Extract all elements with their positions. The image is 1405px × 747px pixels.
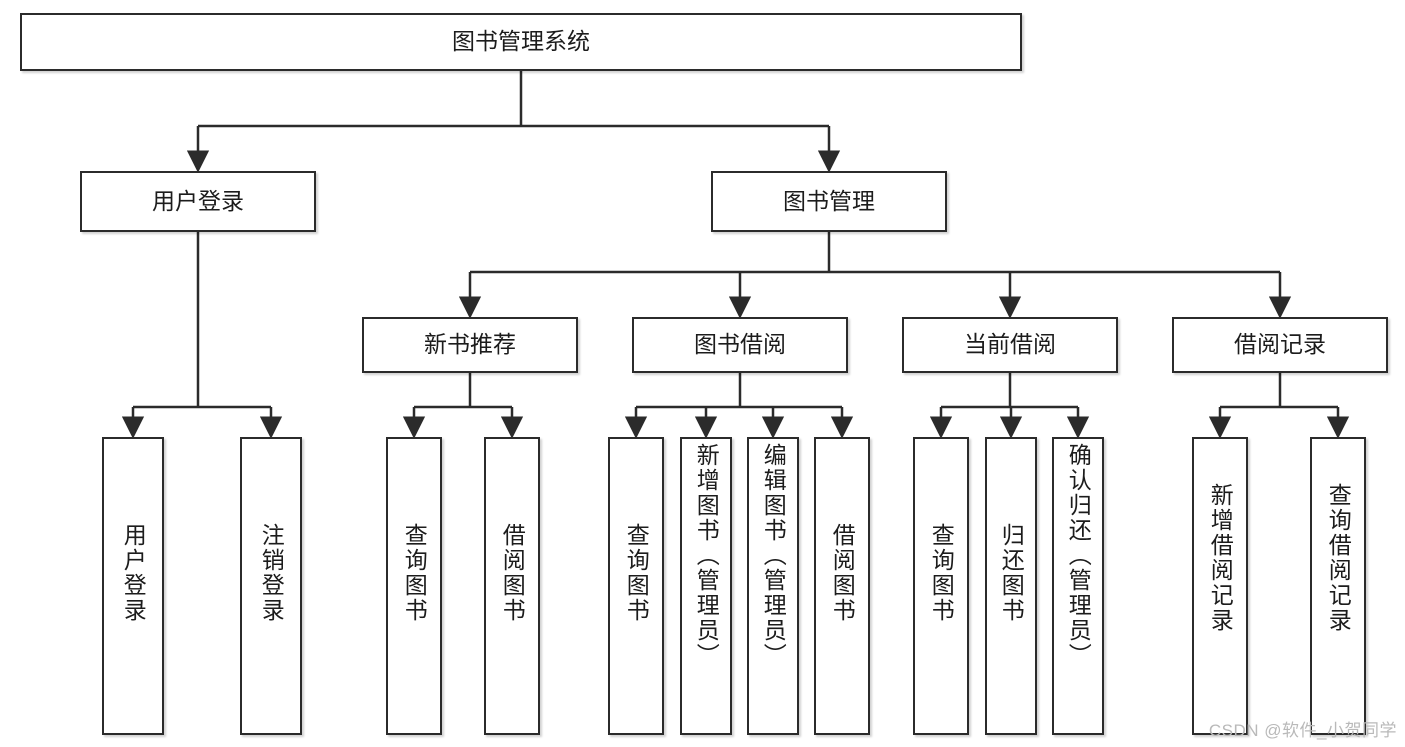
node-leaf-query-record[interactable]: 查询借阅记录: [1310, 437, 1366, 735]
node-leaf-edit-book[interactable]: 编辑图书（管理员）: [747, 437, 799, 735]
node-label: 当前借阅: [964, 331, 1056, 358]
node-leaf-add-book[interactable]: 新增图书（管理员）: [680, 437, 732, 735]
node-label: 查询图书: [401, 523, 428, 623]
node-label: 新增借阅记录: [1207, 483, 1234, 633]
node-new-book-rec[interactable]: 新书推荐: [362, 317, 578, 373]
node-label: 归还图书: [998, 523, 1025, 623]
node-label: 借阅记录: [1234, 331, 1326, 358]
node-leaf-query-book-2[interactable]: 查询图书: [608, 437, 664, 735]
node-leaf-borrow-book-1[interactable]: 借阅图书: [484, 437, 540, 735]
node-leaf-add-record[interactable]: 新增借阅记录: [1192, 437, 1248, 735]
node-leaf-borrow-book-2[interactable]: 借阅图书: [814, 437, 870, 735]
node-leaf-logout[interactable]: 注销登录: [240, 437, 302, 735]
node-label: 确认归还（管理员）: [1065, 443, 1092, 668]
node-book-manage[interactable]: 图书管理: [711, 171, 947, 232]
node-user-login[interactable]: 用户登录: [80, 171, 316, 232]
node-book-borrow[interactable]: 图书借阅: [632, 317, 848, 373]
node-label: 图书管理系统: [452, 28, 590, 55]
node-label: 编辑图书（管理员）: [760, 443, 787, 668]
node-label: 图书管理: [783, 187, 875, 214]
node-leaf-query-book-1[interactable]: 查询图书: [386, 437, 442, 735]
node-leaf-user-login[interactable]: 用户登录: [102, 437, 164, 735]
node-label: 借阅图书: [499, 523, 526, 623]
node-leaf-query-book-3[interactable]: 查询图书: [913, 437, 969, 735]
node-label: 用户登录: [152, 187, 244, 214]
node-label: 查询图书: [623, 523, 650, 623]
node-label: 查询图书: [928, 523, 955, 623]
node-label: 图书借阅: [694, 331, 786, 358]
node-label: 新书推荐: [424, 331, 516, 358]
node-label: 查询借阅记录: [1325, 483, 1352, 633]
node-label: 借阅图书: [829, 523, 856, 623]
node-label: 新增图书（管理员）: [693, 443, 720, 668]
node-leaf-return-book[interactable]: 归还图书: [985, 437, 1037, 735]
csdn-watermark: CSDN @软件_小贺同学: [1208, 721, 1397, 740]
node-root[interactable]: 图书管理系统: [20, 13, 1022, 71]
node-leaf-confirm-return[interactable]: 确认归还（管理员）: [1052, 437, 1104, 735]
node-label: 用户登录: [120, 523, 147, 623]
node-current-borrow[interactable]: 当前借阅: [902, 317, 1118, 373]
node-borrow-record[interactable]: 借阅记录: [1172, 317, 1388, 373]
node-label: 注销登录: [258, 523, 285, 623]
